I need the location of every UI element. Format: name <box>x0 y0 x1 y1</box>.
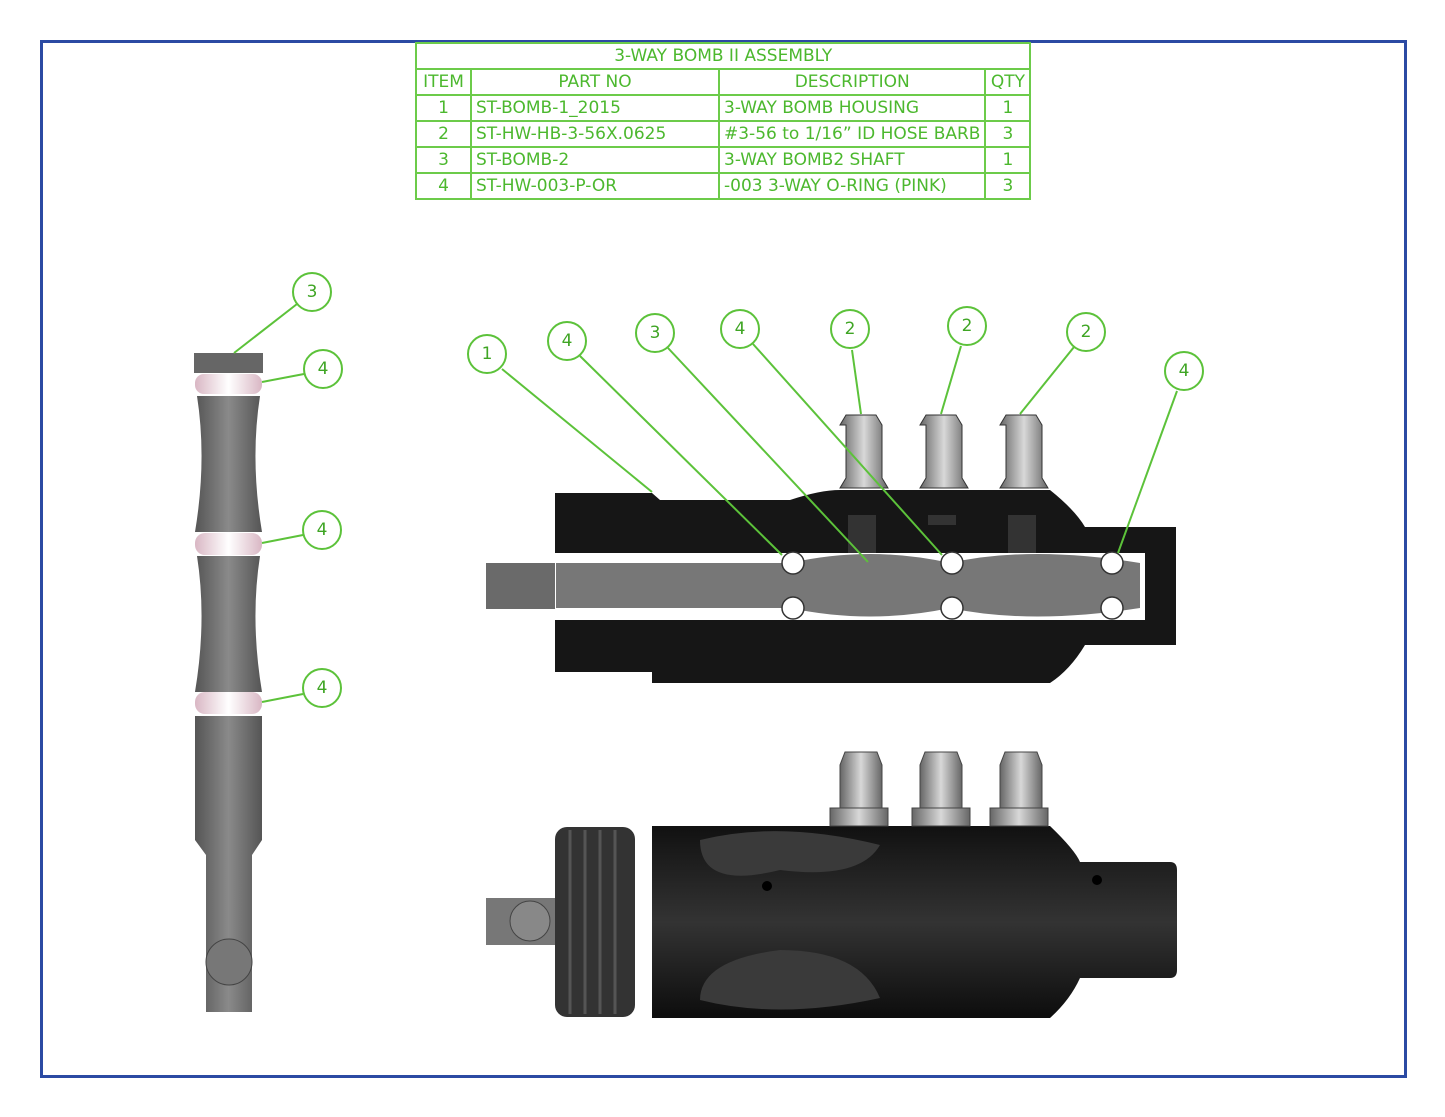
svg-text:4: 4 <box>317 520 328 540</box>
svg-text:4: 4 <box>562 331 573 351</box>
cell-part-no: ST-HW-003-P-OR <box>470 172 720 200</box>
cell-qty: 1 <box>984 146 1032 174</box>
cell-description: #3-56 to 1/16” ID HOSE BARB <box>717 120 987 148</box>
hose-barbs-section <box>839 414 1049 489</box>
housing-section-view <box>486 414 1176 683</box>
svg-text:2: 2 <box>845 319 856 339</box>
housing-isometric-view <box>486 751 1177 1018</box>
svg-text:2: 2 <box>1081 322 1092 342</box>
cell-item: 3 <box>415 146 472 174</box>
header-qty: QTY <box>984 68 1032 96</box>
svg-text:4: 4 <box>317 678 328 698</box>
balloon-section-item-2: 2 <box>1066 312 1106 352</box>
cell-qty: 1 <box>984 94 1032 122</box>
balloon-shaft-item-4: 4 <box>303 349 343 389</box>
balloon-section-item-2: 2 <box>947 306 987 346</box>
cell-description: -003 3-WAY O-RING (PINK) <box>717 172 987 200</box>
cell-part-no: ST-BOMB-1_2015 <box>470 94 720 122</box>
cell-part-no: ST-BOMB-2 <box>470 146 720 174</box>
cell-item: 4 <box>415 172 472 200</box>
balloon-section-item-4: 4 <box>547 321 587 361</box>
cell-qty: 3 <box>984 120 1032 148</box>
shaft-side-view <box>194 353 263 1012</box>
balloon-shaft-item-3: 3 <box>292 272 332 312</box>
svg-text:3: 3 <box>307 282 318 302</box>
svg-text:3: 3 <box>650 323 661 343</box>
balloon-shaft-item-4: 4 <box>302 510 342 550</box>
header-description: DESCRIPTION <box>717 68 987 96</box>
cell-description: 3-WAY BOMB2 SHAFT <box>717 146 987 174</box>
bom-title: 3-WAY BOMB II ASSEMBLY <box>414 42 1032 70</box>
balloon-section-item-2: 2 <box>830 309 870 349</box>
balloon-section-item-3: 3 <box>635 313 675 353</box>
leader-lines <box>233 303 1178 703</box>
cell-qty: 3 <box>984 172 1032 200</box>
bill-of-materials-table: 3-WAY BOMB II ASSEMBLY ITEM PART NO DESC… <box>414 42 1032 200</box>
sheet-border <box>40 40 1407 1078</box>
balloon-section-item-4: 4 <box>1164 351 1204 391</box>
cell-description: 3-WAY BOMB HOUSING <box>717 94 987 122</box>
svg-text:4: 4 <box>1179 361 1190 381</box>
cell-item: 2 <box>415 120 472 148</box>
header-part-no: PART NO <box>470 68 720 96</box>
balloon-section-item-4: 4 <box>720 309 760 349</box>
header-item: ITEM <box>415 68 472 96</box>
cell-item: 1 <box>415 94 472 122</box>
svg-text:4: 4 <box>318 359 329 379</box>
svg-text:4: 4 <box>735 319 746 339</box>
cell-part-no: ST-HW-HB-3-56X.0625 <box>470 120 720 148</box>
balloon-section-item-1: 1 <box>467 334 507 374</box>
bom-header-row: ITEM PART NO DESCRIPTION QTY <box>415 68 1032 96</box>
svg-text:1: 1 <box>482 344 493 364</box>
svg-text:2: 2 <box>962 316 973 336</box>
balloon-shaft-item-4: 4 <box>302 668 342 708</box>
